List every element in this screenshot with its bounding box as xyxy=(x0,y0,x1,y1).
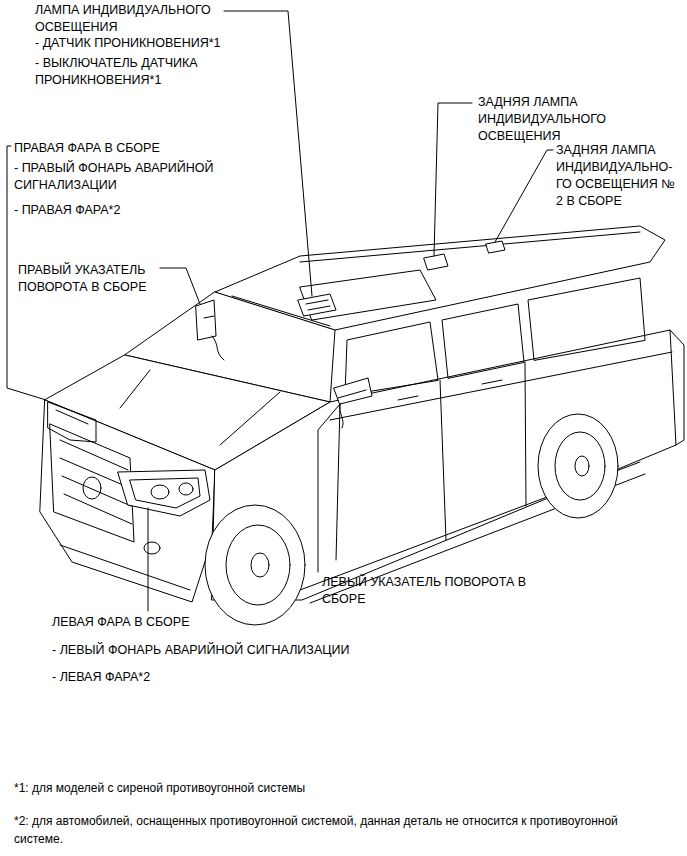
part-label: - ЛЕВЫЙ ФОНАРЬ АВАРИЙНОЙ СИГНАЛИЗАЦИИ xyxy=(52,642,349,659)
part-label: ЗАДНЯЯ ЛАМПА ИНДИВИДУАЛЬНО- ГО ОСВЕЩЕНИЯ… xyxy=(556,142,681,210)
part-label: - ПРАВЫЙ ФОНАРЬ АВАРИЙНОЙ СИГНАЛИЗАЦИИ xyxy=(14,160,229,194)
part-label: - ВЫКЛЮЧАТЕЛЬ ДАТЧИКА ПРОНИКНОВЕНИЯ*1 xyxy=(35,55,250,89)
part-label: - ЛЕВАЯ ФАРА*2 xyxy=(52,669,150,686)
part-label: ЗАДНЯЯ ЛАМПА ИНДИВИДУАЛЬНОГО ОСВЕЩЕНИЯ xyxy=(478,94,628,145)
part-label: ЛЕВАЯ ФАРА В СБОРЕ xyxy=(52,614,189,631)
leader-lines xyxy=(7,11,553,611)
footnote: *1: для моделей с сиреной противоугонной… xyxy=(14,779,664,797)
part-label: ЛЕВЫЙ УКАЗАТЕЛЬ ПОВОРОТА В СБОРЕ xyxy=(322,574,547,608)
part-label: ПРАВАЯ ФАРА В СБОРЕ xyxy=(14,140,160,157)
part-label: ПРАВЫЙ УКАЗАТЕЛЬ ПОВОРОТА В СБОРЕ xyxy=(18,262,168,296)
part-label: - ДАТЧИК ПРОНИКНОВЕНИЯ*1 xyxy=(35,35,250,52)
part-label: ЛАМПА ИНДИВИДУАЛЬНОГО ОСВЕЩЕНИЯ xyxy=(35,2,250,36)
footnote: *2: для автомобилей, оснащенных противоу… xyxy=(14,812,664,848)
part-label: - ПРАВАЯ ФАРА*2 xyxy=(14,202,120,219)
